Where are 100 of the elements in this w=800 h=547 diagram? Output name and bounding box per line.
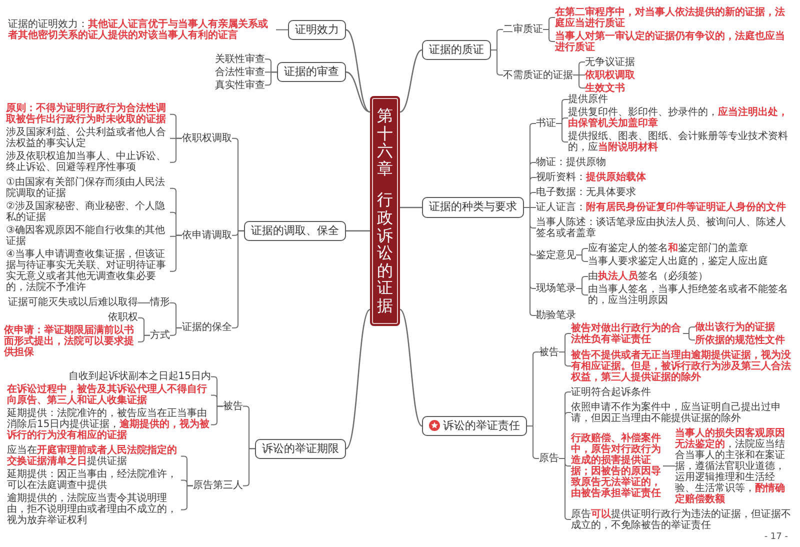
topic-label: 证据的质证 (429, 42, 484, 58)
connector-line (346, 29, 370, 113)
note-text: 证人证言：附有居民身份证复印件等证明证人身份的文件 (536, 202, 786, 213)
note-text: 无争议证据 (585, 56, 635, 68)
chapter-title: 行政诉讼的证据 (377, 191, 393, 315)
note-text: 证据的证明效力：其他证人证言优于与当事人有亲属关系或者其他密切关系的证人提供的对该当事人有利的证言 (8, 18, 276, 41)
branch-label: 不需质证的证据 (503, 70, 573, 80)
branch-label: 依申请调取 (182, 230, 232, 241)
branch-label: 被告 (539, 346, 559, 358)
connector-line (576, 288, 588, 296)
note-text: 提供原件 (568, 94, 608, 105)
page-number: - 17 - (764, 532, 788, 542)
note-text: 原则：不得为证明行政行为合法性调取被告作出行政行为时未收取的证据 (6, 103, 170, 126)
note-text: 在诉讼过程中，被告及其诉讼代理人不得自行向原告、第三人和证人收集证据 (7, 384, 211, 406)
note-text: 当事人的损失因客观原因无法鉴定的，法院应当结合当事人的主张和在案证据，遵循法官职业道德，运用逻辑推理和生活经验、生活常识等，酌情确定赔偿数额 (675, 428, 791, 504)
note-text: 证明符合起诉条件 (571, 386, 651, 398)
branch-label: 鉴定意见 (536, 250, 576, 260)
note-text: 提供复印件、影印件、抄录件的，应当注明出处，由保管机关加盖印章 (568, 107, 794, 129)
connector-line (346, 230, 370, 232)
note-text: 由当事人签名，当事人拒绝签名或者不能签名的，应当注明原因 (588, 284, 794, 306)
note-text: 依职权调取 (585, 70, 635, 80)
chapter-number: 第十六章 (377, 107, 393, 178)
note-text: ②涉及国家秘密、商业秘密、个人隐私的证据 (6, 201, 170, 224)
topic-label: 诉讼的举证责任 (443, 418, 520, 434)
note-text: 延期提供：因正当事由，经法院准许，可以在法庭调查中提供 (7, 469, 181, 492)
topic-box (244, 220, 346, 242)
note-text: 物证：提供原物 (536, 157, 606, 168)
branch-label: 现场笔录 (536, 283, 576, 294)
topic-label: 证据的调取、保全 (251, 224, 339, 238)
topic-box (422, 416, 527, 436)
branch-label: 被告对做出行政行为的合法性负有举证责任 (571, 322, 683, 344)
topic-box (277, 62, 346, 82)
topic-label: 证明效力 (295, 22, 339, 37)
topic-label: 诉讼的举证期限 (262, 442, 339, 456)
note-text: 勘验笔录 (536, 310, 576, 321)
topic-box (422, 40, 491, 60)
branch-label: 书证 (536, 118, 556, 129)
note-text: 延期提供：法院准许的，被告应当在正当事由消除后15日内提供证据，逾期提供的，视为被诉行的行为没有相应的证据 (7, 408, 211, 442)
connector-line (170, 327, 182, 336)
note-text: 涉及国家利益、公共利益或者他人合法权益的事实认定 (6, 127, 170, 150)
note-text: 依申请：举证期限届满前以书面形式提出，法院可以要求提供担保 (4, 325, 138, 358)
note-text: 关联性审查 (215, 54, 265, 65)
connector-line (138, 334, 150, 342)
connector-line (264, 72, 278, 86)
note-text: 提供报纸、图表、图纸、会计账册等专业技术资料的，应当附说明材料 (568, 131, 794, 153)
connector-line (400, 49, 422, 113)
connector-line (276, 29, 288, 30)
note-text: ④当事人申请调查收集证据，但该证据与待证事实无关联、对证明待证事实无意义或者其他无调查收集必要的，法院不予准许 (6, 249, 170, 294)
note-text: 生效文书 (585, 82, 625, 94)
branch-label: 被告 (223, 400, 243, 412)
note-text: 合法性审查 (215, 66, 265, 78)
connector-line (556, 123, 568, 142)
note-text: 应有鉴定人的签名和鉴定部门的盖章 (588, 243, 748, 254)
note-text: 涉及依职权追加当事人、中止诉讼、终止诉讼、回避等程序性事项 (6, 151, 170, 174)
note-text: 自收到起诉状副本之日起15日内 (68, 371, 211, 382)
chapter-banner (370, 96, 400, 326)
topic-box (288, 20, 346, 40)
note-text: 逾期提供的，法院应当责令其说明理由，拒不说明理由或者理由不成立的，视为放弃举证权利 (7, 493, 181, 526)
note-text: 电子数据：无具体要求 (536, 187, 636, 198)
note-text: 依照申请不作为案件中，应当证明自己提出过申请，但因正当理由不能提供证据的除外 (571, 402, 791, 424)
branch-label: 原告第三人 (193, 480, 243, 492)
branch-label: 依职权调取 (182, 132, 232, 144)
connector-line (400, 309, 422, 426)
branch-label: 证据的保全 (182, 322, 232, 334)
connector-line (682, 333, 696, 340)
branch-label: 原告 (539, 453, 559, 464)
connector-line (526, 426, 540, 459)
topic-box (255, 438, 346, 459)
note-text: 在第二审程序中，对当事人依法提供的新的证据，法庭应当进行质证 (555, 6, 793, 28)
topic-box (422, 197, 524, 218)
note-text: ③确因客观原因不能自行收集的其他证据 (6, 225, 170, 248)
connector-line (400, 206, 422, 208)
note-text: 当事人要求鉴定人出庭的，鉴定人应出庭 (588, 256, 768, 267)
note-text: 原告可以提供证明行政行为违法的证据，但证据不成立的，不免除被告的举证责任 (571, 508, 791, 530)
note-text: 应当在开庭审理前或者人民法院指定的交换证据清单之日提供证据 (7, 445, 181, 468)
note-text: 当事人对第一审认定的证据仍有争议的，法庭也应当进行质证 (555, 30, 793, 52)
note-text: 做出该行为的证据 (695, 322, 775, 332)
topic-label: 证据的审查 (284, 64, 339, 80)
branch-label: 方式 (150, 330, 170, 341)
note-text: 视听资料：提供原始载体 (536, 172, 646, 183)
note-text: 由执法人员签名（必须签） (588, 271, 708, 282)
note-text: 当事人陈述：谈话笔录应由执法人员、被询问人、陈述人签名或者盖章 (536, 217, 792, 239)
connector-line (558, 352, 572, 366)
note-text: 真实性审查 (215, 80, 265, 91)
topic-label: 证据的种类与要求 (429, 200, 517, 215)
connector-line (210, 406, 224, 426)
branch-label: 行政赔偿、补偿案件中，原告对行政行为造成的损害提供证据；因被告的原因导致原告无法举证的，由被告承担举证责任 (571, 433, 663, 499)
note-text: 被告不提供或者无正当理由逾期提供证据，视为没有相应证据。但是，被诉行政行为涉及第三人合法权益，第三人提供证据的除外 (571, 350, 791, 382)
connector-line (346, 309, 370, 450)
branch-label: 情形 (150, 297, 170, 308)
branch-label: 二审质证 (503, 24, 543, 35)
connector-line (138, 302, 150, 304)
note-text: 依职权 (108, 312, 138, 324)
note-text: 证据可能灭失或以后难以取得 (8, 297, 138, 308)
connector-line (542, 29, 556, 42)
connector-line (346, 71, 370, 113)
connector-line (576, 254, 588, 262)
note-text: ①由国家有关部门保存而须由人民法院调取的证据 (6, 177, 170, 200)
note-text: 所依据的规范性文件 (695, 334, 785, 346)
connector-line (572, 74, 586, 88)
